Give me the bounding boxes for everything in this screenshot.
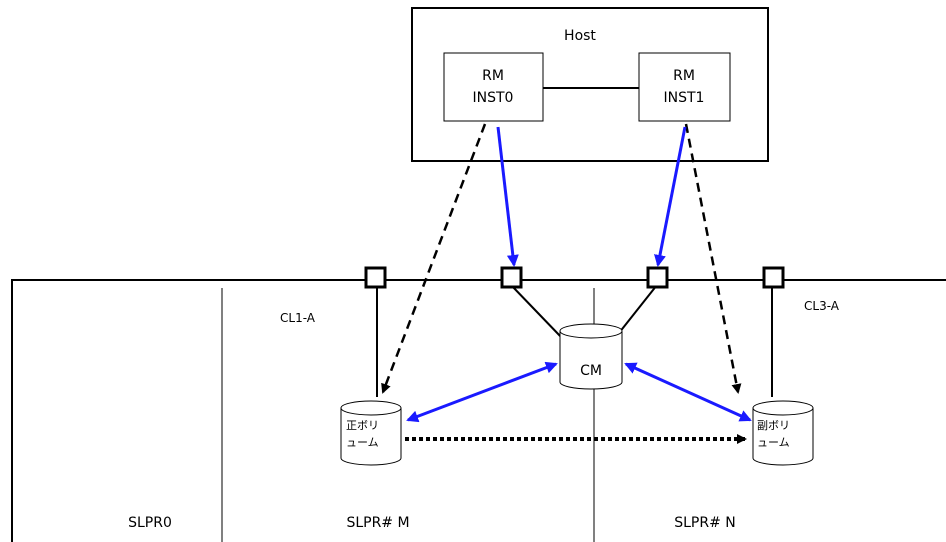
port-2: [500, 266, 523, 289]
port2-cm-line: [510, 284, 563, 339]
inst1-to-port-blue-arrow: [654, 126, 687, 267]
inst0-to-primary-dashed-arrow: [381, 123, 487, 394]
partition-label-slpr-n: SLPR# N: [674, 515, 736, 531]
primary-volume-line2: ューム: [346, 436, 379, 449]
rm-inst0-line2: INST0: [473, 90, 514, 106]
primary-volume: 正ボリ ューム: [340, 400, 402, 466]
port-label-cl1-a: CL1-A: [280, 311, 316, 325]
cm-label: CM: [580, 363, 602, 379]
rm-inst0-line1: RM: [482, 68, 504, 84]
rm-inst1-line1: RM: [673, 68, 695, 84]
port-label-cl3-a: CL3-A: [804, 299, 840, 313]
port-cl3-a: [762, 266, 785, 289]
port3-cm-line: [614, 284, 658, 339]
port-cl1-a: [364, 266, 387, 289]
secondary-volume-line1: 副ボリ: [757, 419, 790, 432]
rm-inst1-box: RM INST1: [638, 52, 731, 122]
partition-label-slpr0: SLPR0: [128, 515, 172, 531]
inst1-to-secondary-dashed-arrow: [684, 123, 742, 394]
cm-volume: CM: [559, 323, 623, 390]
secondary-volume: 副ボリ ューム: [752, 400, 814, 466]
host-title: Host: [564, 28, 596, 44]
port-3: [646, 266, 669, 289]
rm-inst0-box: RM INST0: [443, 52, 544, 122]
cm-secondary-blue-arrow: [624, 362, 752, 422]
partition-label-slpr-m: SLPR# M: [346, 515, 409, 531]
primary-volume-line1: 正ボリ: [346, 419, 379, 432]
inst0-to-port-blue-arrow: [496, 126, 519, 267]
secondary-volume-line2: ューム: [757, 436, 790, 449]
rm-inst1-line2: INST1: [664, 90, 705, 106]
cm-primary-blue-arrow: [406, 361, 558, 423]
